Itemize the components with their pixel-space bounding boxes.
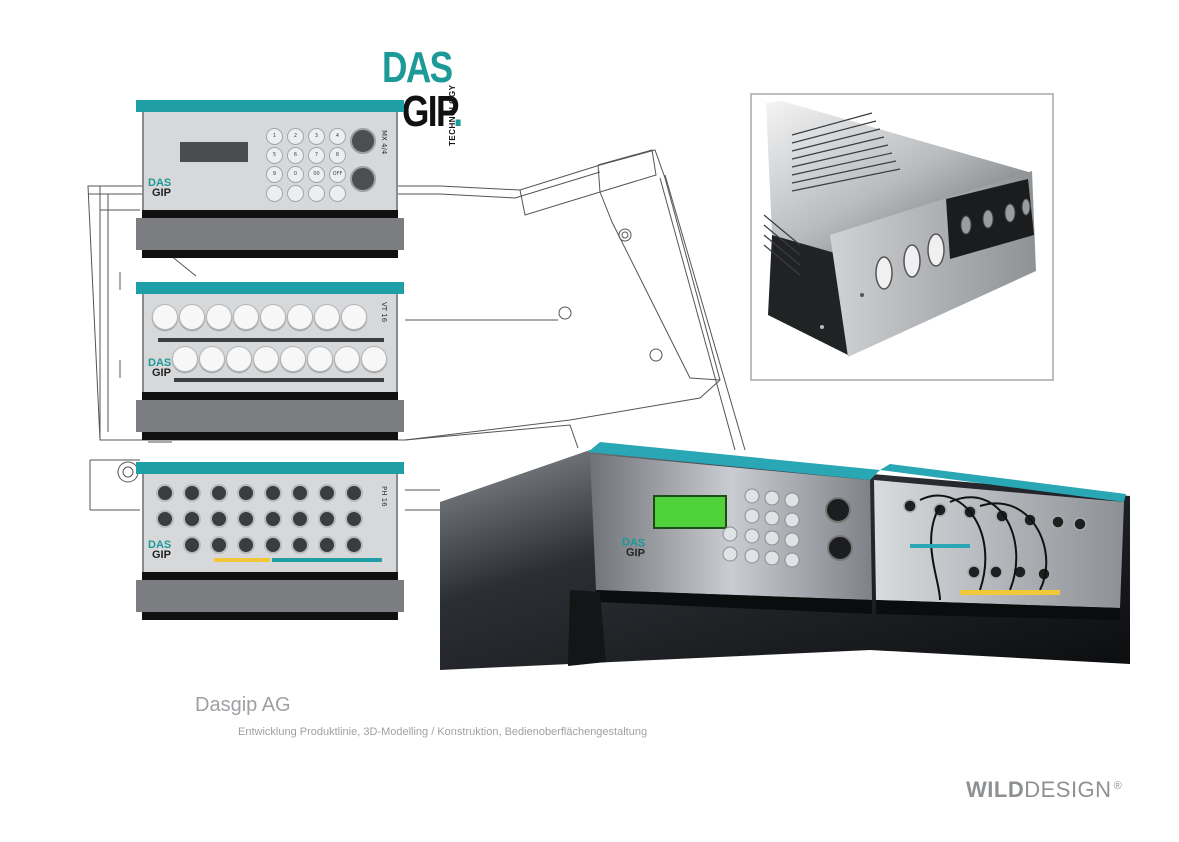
probe-socket[interactable] [291,536,309,554]
module-top-cap [136,462,404,474]
indicator-bar-lower [174,378,384,382]
keypad-key[interactable] [308,185,325,202]
valve-dial[interactable] [206,304,232,330]
probe-socket[interactable] [156,510,174,528]
indicator-bar-yellow [214,558,270,562]
keypad-key[interactable]: 8 [329,147,346,164]
keypad-key[interactable]: 7 [308,147,325,164]
valve-dial[interactable] [226,346,252,372]
probe-socket[interactable] [210,484,228,502]
indicator-bar-cyan [272,558,382,562]
keypad-key[interactable]: 4 [329,128,346,145]
keypad-key[interactable]: 3 [308,128,325,145]
keypad-key[interactable] [329,185,346,202]
probe-socket[interactable] [318,484,336,502]
valve-dial[interactable] [179,304,205,330]
probe-socket[interactable] [291,484,309,502]
project-subtitle: Entwicklung Produktlinie, 3D-Modelling /… [238,726,648,738]
module-label: PH 16 [380,486,388,507]
valve-dial[interactable] [287,304,313,330]
logo-gip-text: GIP. [402,87,463,136]
valve-dial[interactable] [361,346,387,372]
probe-socket[interactable] [183,510,201,528]
probe-socket[interactable] [183,536,201,554]
rendered-device-image [440,442,1130,670]
project-title: Dasgip AG [195,694,291,716]
probe-socket[interactable] [264,536,282,554]
module-top-cap [136,282,404,294]
module-base [136,580,404,612]
module-label: MX 4/4 [380,130,388,155]
chassis-render-image [763,101,1036,357]
valve-dial[interactable] [307,346,333,372]
valve-dial[interactable] [314,304,340,330]
probe-socket[interactable] [318,510,336,528]
probe-socket[interactable] [210,510,228,528]
lcd-display [180,142,248,162]
probe-socket[interactable] [210,536,228,554]
probe-socket[interactable] [237,510,255,528]
dasgip-logo: DAS GIP. TECHNOLOGY [382,46,492,166]
probe-socket[interactable] [291,510,309,528]
module-label: VT 16 [380,302,388,323]
module-strip [142,572,398,580]
keypad-key[interactable] [287,185,304,202]
probe-socket[interactable] [156,484,174,502]
logo-tagline: TECHNOLOGY [448,84,457,146]
keypad-key[interactable] [266,185,283,202]
valve-dial[interactable] [233,304,259,330]
keypad-key[interactable]: 2 [287,128,304,145]
rotary-knob-upper[interactable] [350,128,376,154]
valve-dial[interactable] [260,304,286,330]
module-foot [142,612,398,620]
probe-socket[interactable] [345,536,363,554]
valve-dial[interactable] [334,346,360,372]
valve-dial[interactable] [172,346,198,372]
keypad-key[interactable]: OFF [329,166,346,183]
module-base [136,400,404,432]
module-foot [142,432,398,440]
probe-socket[interactable] [345,484,363,502]
module-strip [142,210,398,218]
keypad-key[interactable]: 9 [266,166,283,183]
valve-dial[interactable] [341,304,367,330]
keypad-key[interactable]: 5 [266,147,283,164]
valve-dial[interactable] [199,346,225,372]
probe-socket[interactable] [237,484,255,502]
registered-mark: ® [1113,779,1123,792]
keypad-key[interactable]: 1 [266,128,283,145]
keypad-key[interactable]: 00 [308,166,325,183]
valve-dial[interactable] [152,304,178,330]
keypad-key[interactable]: 0 [287,166,304,183]
module-base [136,218,404,250]
wilddesign-brand: WILDDESIGN® [966,777,1122,803]
module-top-cap [136,100,404,112]
brand-design: DESIGN [1024,777,1112,802]
keypad-key[interactable]: 6 [287,147,304,164]
probe-socket[interactable] [345,510,363,528]
chassis-photo [750,93,1054,381]
valve-dial[interactable] [280,346,306,372]
probe-socket[interactable] [183,484,201,502]
rotary-knob-lower[interactable] [350,166,376,192]
probe-socket[interactable] [237,536,255,554]
probe-socket[interactable] [264,510,282,528]
probe-socket[interactable] [318,536,336,554]
module-foot [142,250,398,258]
brand-wild: WILD [966,777,1025,802]
module-strip [142,392,398,400]
valve-dial[interactable] [253,346,279,372]
probe-socket[interactable] [264,484,282,502]
logo-das-text: DAS [382,43,453,92]
indicator-bar-upper [158,338,384,342]
